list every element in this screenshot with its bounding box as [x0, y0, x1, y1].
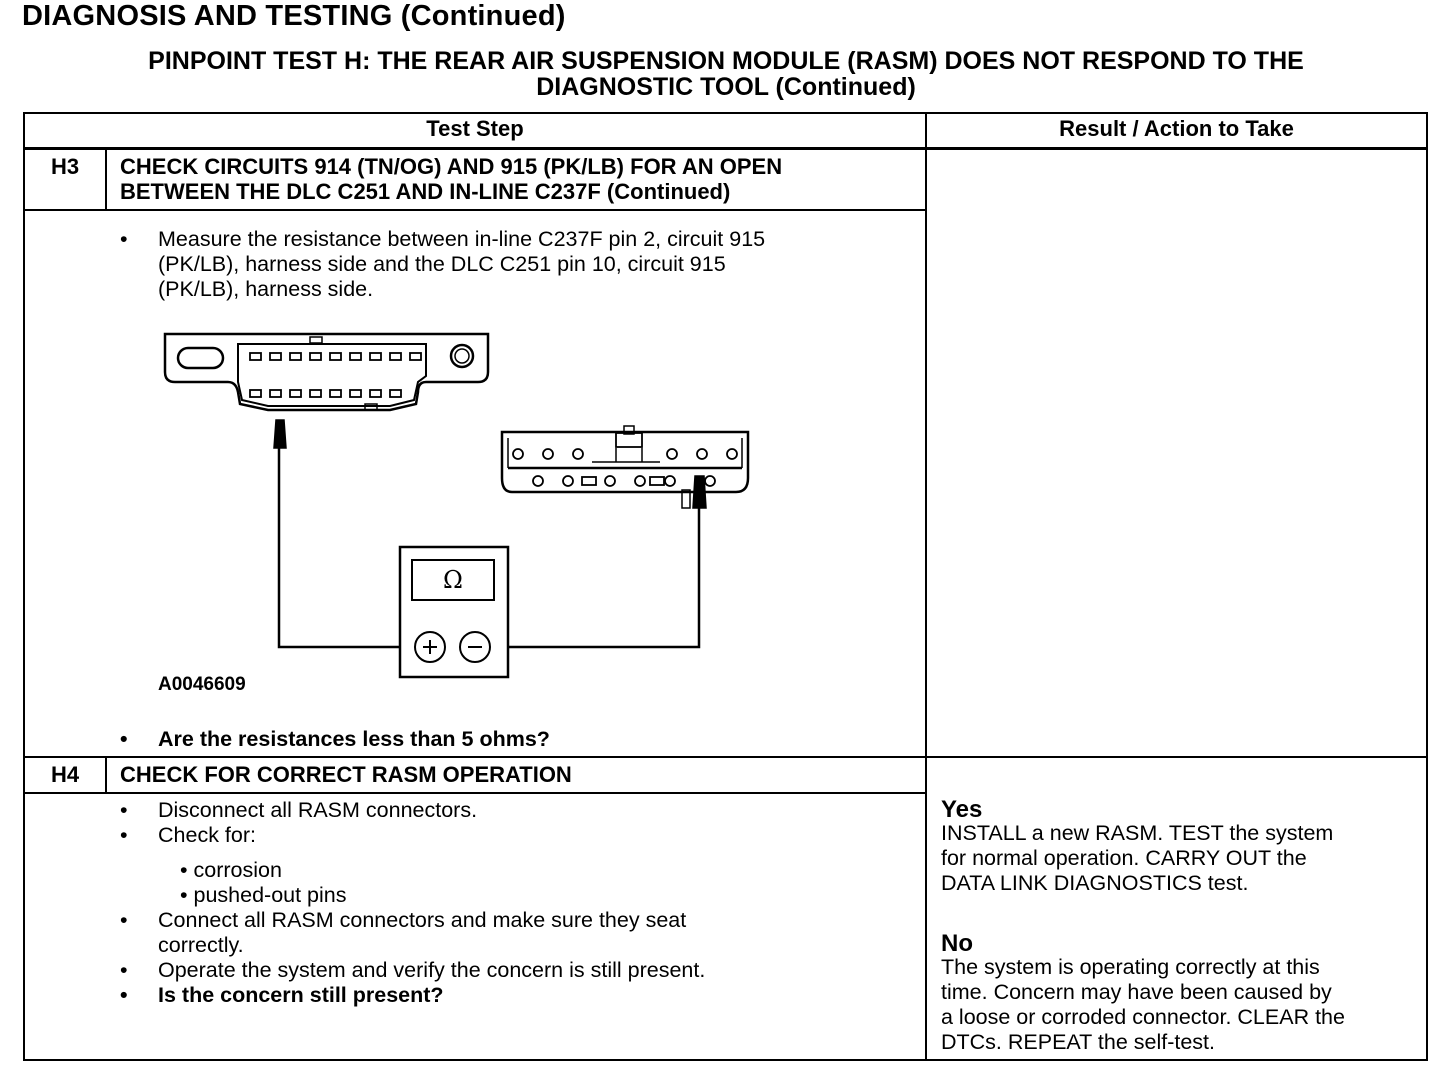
ohmmeter: [398, 545, 510, 679]
inline-pins: [512, 448, 738, 487]
pinpoint-test-title: PINPOINT TEST H: THE REAR AIR SUSPENSION…: [24, 48, 1428, 100]
left-lead-wire: [277, 448, 400, 649]
no-line-3: a loose or corroded connector. CLEAR the: [941, 1005, 1345, 1029]
yes-line-2: for normal operation. CARRY OUT the: [941, 846, 1307, 870]
dlc-pins: [249, 352, 422, 398]
check-item-corrosion: • corrosion: [180, 858, 282, 882]
h3-measure-step: Measure the resistance between in-line C…: [120, 227, 765, 302]
yes-line-1: INSTALL a new RASM. TEST the system: [941, 821, 1334, 845]
col-header-test-step: Test Step: [426, 116, 524, 141]
measure-line-1: Measure the resistance between in-line C…: [158, 227, 766, 251]
h3-h4-divider: [23, 756, 1428, 758]
h4-title-divider: [23, 792, 927, 794]
left-probe: [273, 419, 287, 449]
plus-terminal-icon: [423, 640, 437, 654]
no-line-2: time. Concern may have been caused by: [941, 980, 1332, 1004]
h3-id-divider: [105, 148, 107, 210]
test-title-line-1: PINPOINT TEST H: THE REAR AIR SUSPENSION…: [148, 47, 1304, 75]
ohm-symbol: Ω: [443, 566, 463, 594]
table-bottom-border: [23, 1059, 1428, 1061]
table-right-border: [1426, 112, 1428, 1061]
h3-title-line-2: BETWEEN THE DLC C251 AND IN-LINE C237F (…: [120, 179, 731, 204]
step-id-h3: H3: [50, 154, 80, 179]
column-divider: [925, 112, 927, 1061]
inline-connector-c237f: [500, 425, 750, 494]
dlc-connector-body: [237, 343, 427, 407]
h3-question-list: Are the resistances less than 5 ohms?: [120, 727, 550, 752]
table-left-border: [23, 112, 25, 1061]
header-bottom-border: [23, 147, 1428, 150]
right-probe: [692, 475, 707, 509]
h4-step-connect: Connect all RASM connectors and make sur…: [120, 908, 705, 958]
table-top-border: [23, 112, 1428, 114]
h3-step-list: Measure the resistance between in-line C…: [120, 227, 765, 302]
h4-id-divider: [105, 757, 107, 793]
step-id-h4: H4: [50, 762, 80, 787]
yes-line-3: DATA LINK DIAGNOSTICS test.: [941, 871, 1249, 895]
h3-question: Are the resistances less than 5 ohms?: [120, 727, 550, 752]
result-no-text: The system is operating correctly at thi…: [941, 955, 1431, 1055]
h4-step-disconnect: Disconnect all RASM connectors.: [120, 798, 705, 823]
connect-line-1: Connect all RASM connectors and make sur…: [158, 908, 687, 932]
check-item-pushed-out-pins: • pushed-out pins: [180, 883, 347, 907]
right-lead-wire: [508, 508, 701, 649]
result-no-label: No: [941, 930, 973, 957]
test-title-line-2: DIAGNOSTIC TOOL (Continued): [536, 73, 916, 101]
col-header-result: Result / Action to Take: [1059, 116, 1294, 141]
h3-title-divider: [23, 209, 927, 211]
measure-line-2: (PK/LB), harness side and the DLC C251 p…: [158, 252, 726, 276]
figure-reference: A0046609: [158, 674, 246, 695]
h4-step-check: Check for:: [120, 823, 705, 848]
result-yes-label: Yes: [941, 796, 983, 823]
no-line-1: The system is operating correctly at thi…: [941, 955, 1320, 979]
measure-line-3: (PK/LB), harness side.: [158, 277, 374, 301]
step-title-h3: CHECK CIRCUITS 914 (TN/OG) AND 915 (PK/L…: [120, 154, 782, 204]
h3-title-line-1: CHECK CIRCUITS 914 (TN/OG) AND 915 (PK/L…: [120, 154, 783, 179]
dlc-connector-shell: [163, 332, 490, 412]
result-yes-text: INSTALL a new RASM. TEST the system for …: [941, 821, 1431, 896]
h4-step-list: Disconnect all RASM connectors. Check fo…: [120, 798, 705, 1008]
step-title-h4: CHECK FOR CORRECT RASM OPERATION: [120, 762, 572, 787]
no-line-4: DTCs. REPEAT the self-test.: [941, 1030, 1215, 1054]
connector-ohmmeter-diagram: Ω: [163, 332, 750, 679]
connect-line-2: correctly.: [158, 933, 244, 957]
page-heading: DIAGNOSIS AND TESTING (Continued): [22, 0, 566, 32]
h4-question: Is the concern still present?: [120, 983, 705, 1008]
h4-step-operate: Operate the system and verify the concer…: [120, 958, 705, 983]
